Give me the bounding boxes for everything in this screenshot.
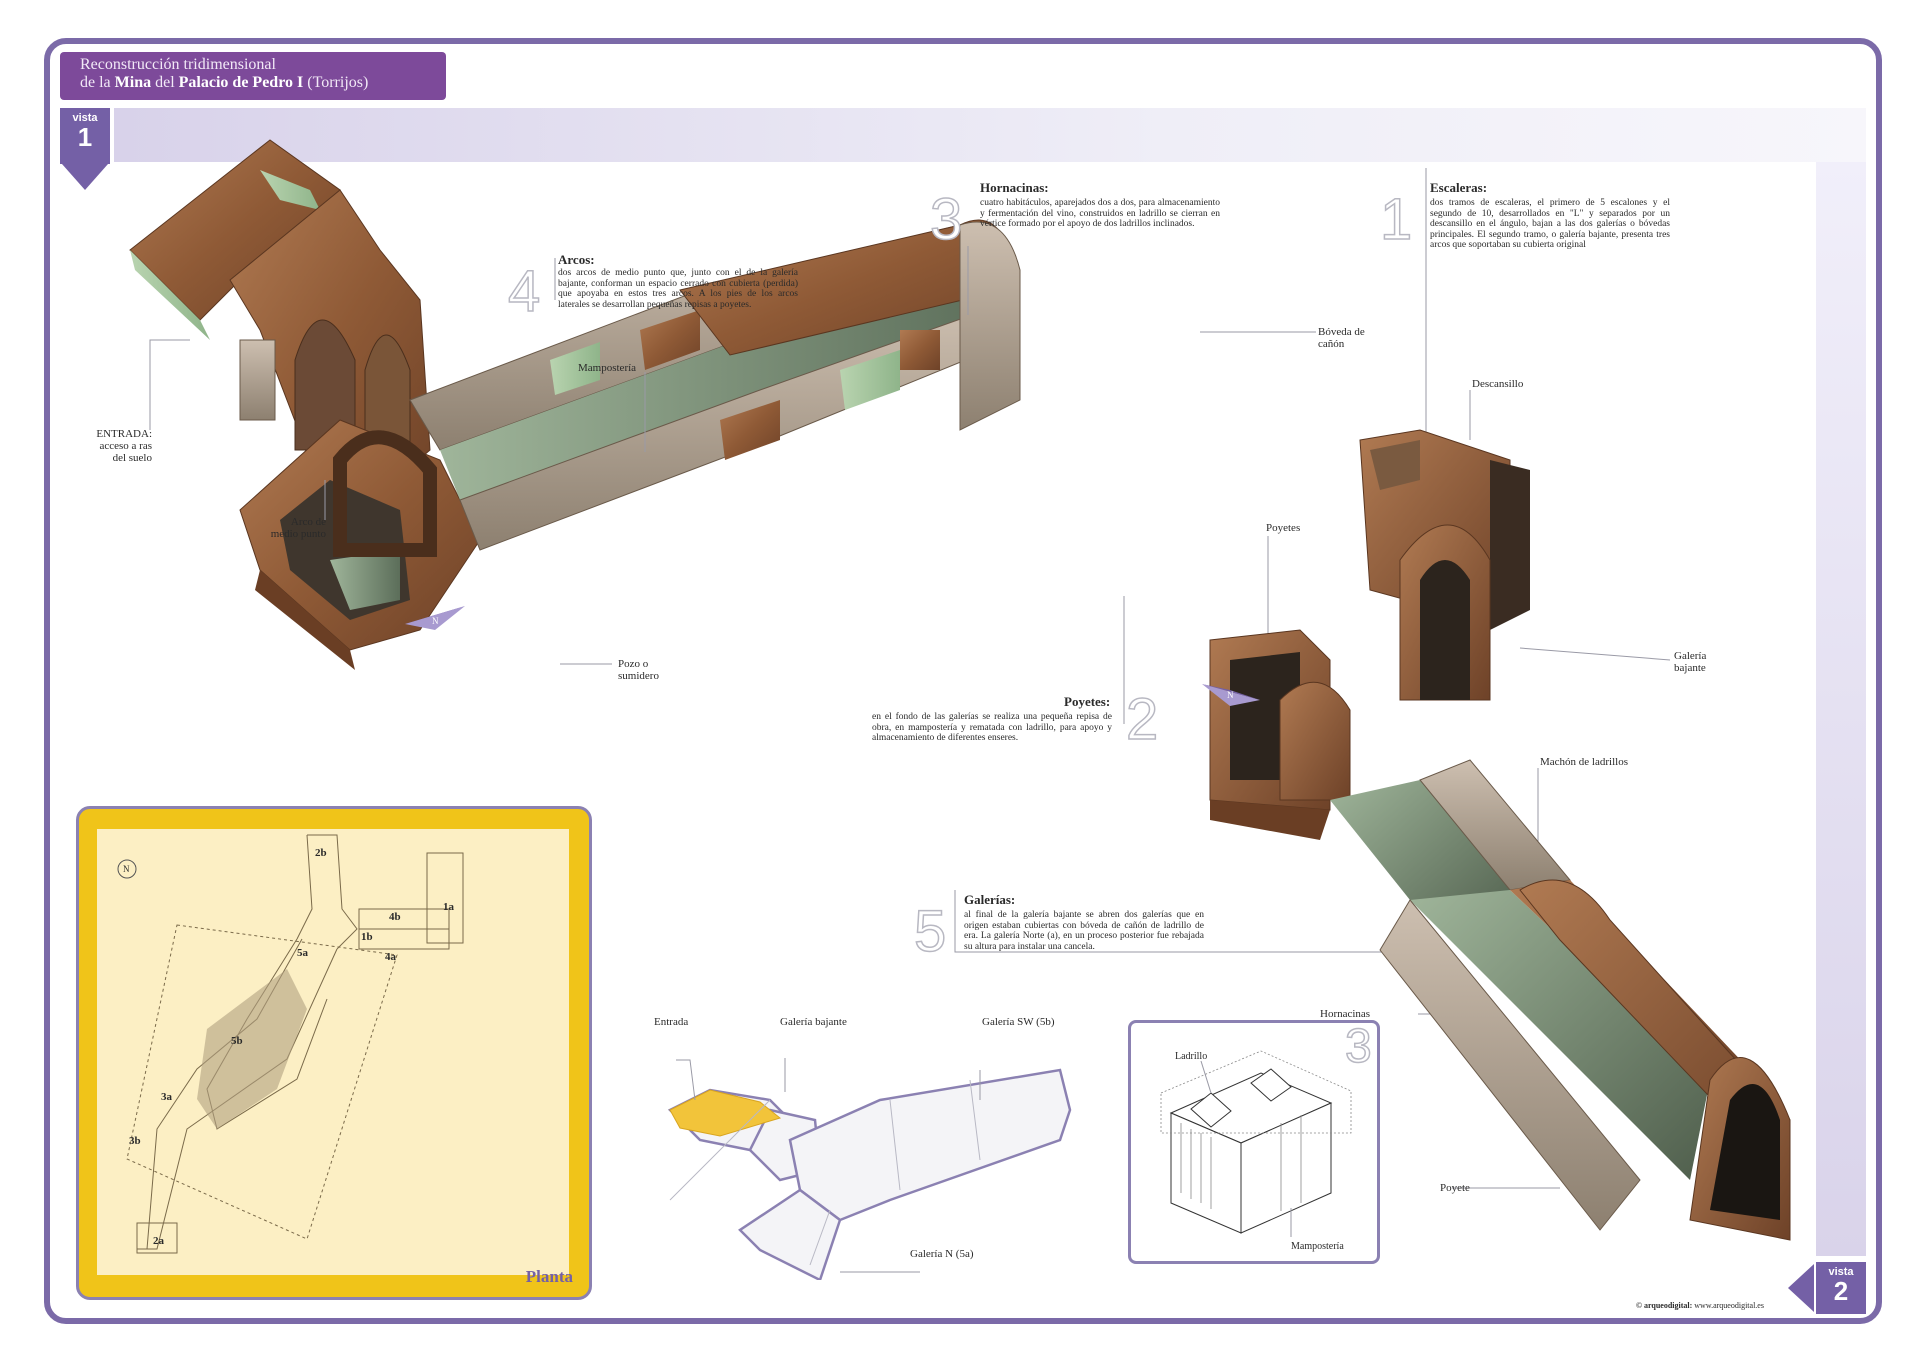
label-arco: Arco de medio punto: [270, 516, 326, 540]
label-pozo: Pozo o sumidero: [618, 658, 659, 682]
poyetes-title: Poyetes:: [1064, 694, 1111, 709]
schematic-entrada: Entrada: [654, 1016, 689, 1028]
plan-label-4b: 4b: [389, 911, 401, 923]
escaleras-body: dos tramos de escaleras, el primero de 5…: [1430, 198, 1670, 250]
inset-number: 3: [1344, 1019, 1372, 1074]
vista-2-number: 2: [1833, 1276, 1849, 1306]
schematic-galeria-bajante: Galería bajante: [780, 1016, 847, 1028]
plan-panel: N 2b 1a 4b 1b 5a 4a 5b 3a 3b 2a Planta: [76, 806, 592, 1300]
label-hornacinas: Hornacinas: [1320, 1008, 1371, 1020]
vista-2-label: vista: [1828, 1266, 1854, 1278]
galerias-body: al final de la galería bajante se abren …: [964, 910, 1204, 952]
hornacinas-body: cuatro habitáculos, aparejados dos a dos…: [980, 198, 1220, 229]
vista-1-arrow-icon: [62, 164, 108, 190]
plan-label-3b: 3b: [129, 1135, 141, 1147]
label-mamposteria: Mampostería: [578, 362, 637, 374]
vista-1-label: vista: [72, 112, 98, 124]
plan-label-1b: 1b: [361, 931, 373, 943]
hornacina-detail-drawing: [1160, 1050, 1352, 1237]
vista-1-tab: vista 1: [60, 108, 110, 164]
plan-label-4a: 4a: [385, 951, 396, 963]
arcos-title: Arcos:: [558, 252, 595, 267]
label-entrada: ENTRADA: acceso a ras del suelo: [96, 428, 152, 464]
escaleras-title: Escaleras:: [1430, 180, 1488, 195]
vista-2-tab: vista 2: [1816, 1262, 1866, 1314]
hornacina-detail-inset: 3 Ladrillo Mampostería: [1128, 1019, 1380, 1264]
plan-label-1a: 1a: [443, 901, 454, 913]
label-descansillo: Descansillo: [1472, 378, 1524, 390]
schematic-drawing: [667, 1058, 1072, 1280]
label-poyete: Poyete: [1440, 1182, 1470, 1194]
vista-1-model: N: [129, 139, 1021, 670]
plan-area: N 2b 1a 4b 1b 5a 4a 5b 3a 3b 2a: [97, 829, 569, 1275]
plan-drawing: [117, 834, 464, 1254]
side-band: [1816, 162, 1866, 1256]
inset-ladrillo: Ladrillo: [1175, 1051, 1208, 1062]
plan-north: N: [123, 864, 130, 874]
label-boveda: Bóveda de cañón: [1318, 326, 1365, 350]
label-machon: Machón de ladrillos: [1540, 756, 1628, 768]
vista-2-model: N: [1202, 429, 1791, 1241]
poyetes-number: 2: [1125, 686, 1159, 753]
vista-2-arrow-icon: [1788, 1264, 1814, 1312]
header-band: [114, 108, 1866, 162]
plan-label-2b: 2b: [315, 847, 327, 859]
poster-title: Reconstrucción tridimensional de la Mina…: [60, 52, 446, 100]
inset-mamposteria: Mampostería: [1291, 1241, 1344, 1252]
title-line-1: Reconstrucción tridimensional: [80, 56, 276, 73]
title-line-2: de la Mina del Palacio de Pedro I (Torri…: [80, 74, 369, 91]
hornacinas-title: Hornacinas:: [980, 180, 1049, 195]
poyetes-body: en el fondo de las galerías se realiza u…: [872, 712, 1112, 743]
svg-text:N: N: [432, 616, 439, 626]
svg-text:N: N: [1227, 690, 1234, 700]
schematic-galeria-sw: Galería SW (5b): [982, 1016, 1055, 1028]
plan-title: Planta: [525, 1267, 573, 1286]
plan-label-5b: 5b: [231, 1035, 243, 1047]
plan-label-5a: 5a: [297, 947, 308, 959]
arcos-number: 4: [507, 258, 541, 325]
hornacinas-number: 3: [929, 186, 963, 253]
escaleras-number: 1: [1379, 186, 1413, 253]
label-galeria-bajante: Galería bajante: [1674, 650, 1707, 674]
schematic-galeria-n: Galería N (5a): [910, 1248, 974, 1260]
footer-credit: © arqueodigital: www.arqueodigital.es: [1636, 1301, 1764, 1310]
plan-label-2a: 2a: [153, 1235, 164, 1247]
galerias-title: Galerías:: [964, 892, 1016, 907]
label-poyetes: Poyetes: [1266, 522, 1301, 534]
arcos-body: dos arcos de medio punto que, junto con …: [558, 268, 798, 310]
vista-1-number: 1: [77, 122, 93, 152]
galerias-number: 5: [913, 898, 947, 965]
plan-label-3a: 3a: [161, 1091, 172, 1103]
